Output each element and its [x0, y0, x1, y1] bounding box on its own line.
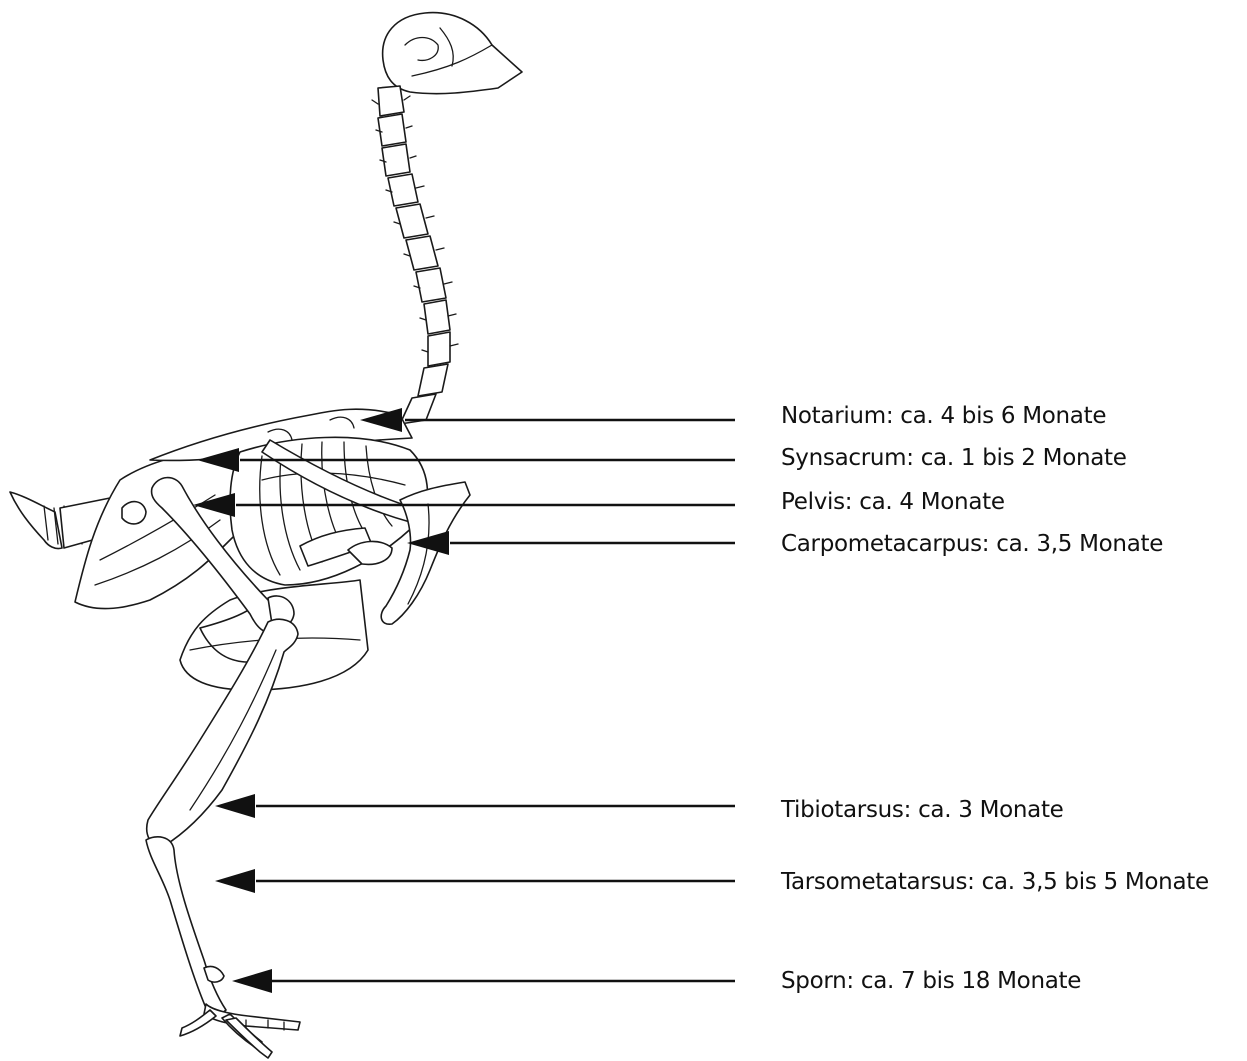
label-tarsometatarsus: Tarsometatarsus: ca. 3,5 bis 5 Monate	[781, 867, 1209, 897]
label-carpometacarpus: Carpometacarpus: ca. 3,5 Monate	[781, 529, 1163, 559]
neck-vertebrae	[372, 86, 458, 424]
tarsometatarsus	[146, 837, 226, 1014]
label-synsacrum: Synsacrum: ca. 1 bis 2 Monate	[781, 443, 1127, 473]
toes	[180, 1004, 300, 1058]
arrowhead-sporn	[232, 969, 272, 993]
label-tibiotarsus: Tibiotarsus: ca. 3 Monate	[781, 795, 1064, 825]
label-sporn: Sporn: ca. 7 bis 18 Monate	[781, 966, 1081, 996]
arrowhead-tarsometatarsus	[215, 869, 255, 893]
skull	[383, 13, 522, 94]
arrowhead-tibiotarsus	[215, 794, 255, 818]
label-pelvis: Pelvis: ca. 4 Monate	[781, 487, 1005, 517]
label-notarium: Notarium: ca. 4 bis 6 Monate	[781, 401, 1106, 431]
